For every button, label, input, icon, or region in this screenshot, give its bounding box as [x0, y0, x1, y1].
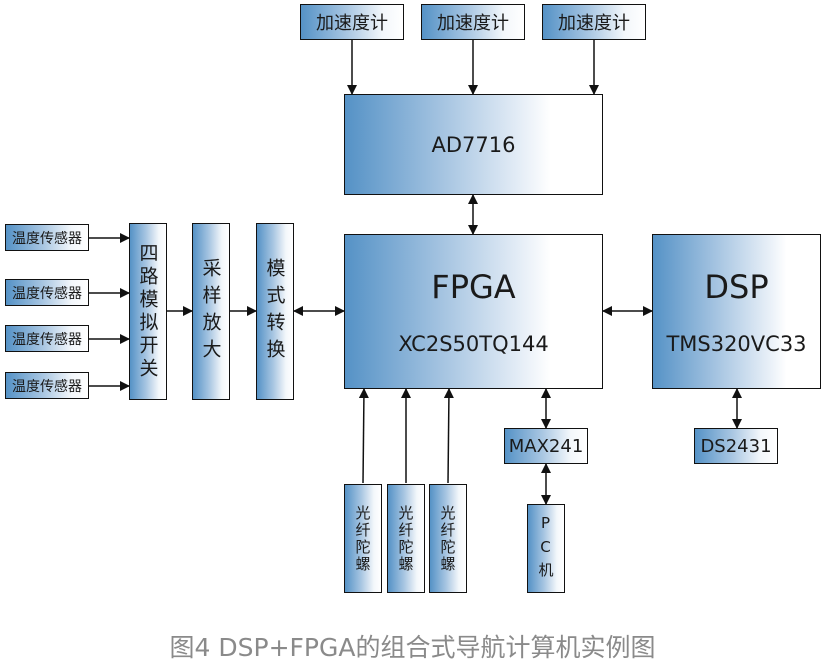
- fiber-gyro-label: 光纤陀螺: [396, 504, 415, 573]
- dsp-model: TMS320VC33: [666, 331, 807, 356]
- accelerometer-label: 加速度计: [316, 13, 388, 34]
- fiber-gyro-label: 光纤陀螺: [353, 504, 372, 573]
- fpga-block: FPGA XC2S50TQ144: [344, 234, 603, 389]
- accelerometer-2: 加速度计: [421, 4, 525, 40]
- fiber-gyro-3: 光纤陀螺: [429, 484, 467, 593]
- fiber-gyro-1: 光纤陀螺: [344, 484, 382, 593]
- pc-label: PC机: [536, 514, 555, 583]
- analog-switch-block: 四路模拟开关: [129, 223, 167, 400]
- temp-sensor-3: 温度传感器: [5, 325, 89, 352]
- pc-block: PC机: [527, 504, 565, 593]
- accelerometer-3: 加速度计: [542, 4, 646, 40]
- arrow-gyro1: [358, 388, 369, 484]
- mode-convert-label: 模式转换: [263, 257, 286, 366]
- adc-label: AD7716: [431, 132, 516, 157]
- ds2431-label: DS2431: [700, 435, 772, 457]
- fiber-gyro-label: 光纤陀螺: [438, 504, 457, 573]
- figure-caption: 图4 DSP+FPGA的组合式导航计算机实例图: [169, 633, 656, 662]
- temp-sensor-2: 温度传感器: [5, 279, 89, 306]
- temp-sensor-4: 温度传感器: [5, 372, 89, 399]
- mode-convert-block: 模式转换: [256, 223, 294, 400]
- accelerometer-1: 加速度计: [300, 4, 404, 40]
- fiber-gyro-2: 光纤陀螺: [387, 484, 425, 593]
- sample-amp-label: 采样放大: [199, 257, 222, 366]
- temp-sensor-label: 温度传感器: [12, 285, 82, 302]
- temp-sensor-1: 温度传感器: [5, 224, 89, 251]
- temp-sensor-label: 温度传感器: [12, 230, 82, 247]
- adc-ad7716-block: AD7716: [344, 94, 603, 195]
- sample-amp-block: 采样放大: [192, 223, 230, 400]
- analog-switch-label: 四路模拟开关: [136, 242, 159, 381]
- dsp-block: DSP TMS320VC33: [652, 234, 821, 389]
- arrow-gyro3: [443, 388, 454, 484]
- temp-sensor-label: 温度传感器: [12, 331, 82, 348]
- fpga-title: FPGA: [431, 267, 516, 306]
- accelerometer-label: 加速度计: [558, 13, 630, 34]
- max241-block: MAX241: [504, 428, 588, 464]
- temp-sensor-label: 温度传感器: [12, 378, 82, 395]
- ds2431-block: DS2431: [694, 428, 778, 464]
- fpga-model: XC2S50TQ144: [398, 331, 549, 356]
- accelerometer-label: 加速度计: [437, 13, 509, 34]
- max241-label: MAX241: [508, 435, 584, 457]
- dsp-title: DSP: [704, 267, 769, 306]
